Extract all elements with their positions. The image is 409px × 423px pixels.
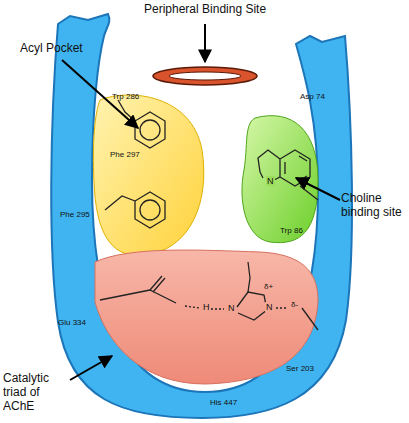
charge-label: δ+ xyxy=(264,282,273,291)
atom-label: N xyxy=(266,176,275,186)
atom-label: H xyxy=(202,302,211,312)
indole-ring xyxy=(258,150,318,200)
catalytic-pocket xyxy=(95,250,318,384)
enzyme-gorge xyxy=(51,14,352,418)
residue-label: Phe 295 xyxy=(60,210,90,219)
callout-label: Catalytic triad of AChE xyxy=(3,372,71,413)
peripheral-ring xyxy=(153,67,257,85)
callout-label: Acyl Pocket xyxy=(20,42,83,56)
phenyl-rings xyxy=(105,100,165,228)
residue-label: Ser 203 xyxy=(286,364,314,373)
atom-label: N xyxy=(265,302,274,312)
residue-label: Trp 86 xyxy=(280,226,303,235)
peripheral-ring-hole xyxy=(169,72,241,80)
residue-label: Trp 286 xyxy=(112,92,139,101)
acyl-pocket xyxy=(93,95,203,256)
residue-label: Glu 334 xyxy=(58,318,86,327)
callout-title: Peripheral Binding Site xyxy=(144,3,266,17)
atom-label: N xyxy=(227,303,236,313)
residue-label: His 447 xyxy=(210,398,237,407)
charge-label: δ- xyxy=(290,300,299,309)
choline-pocket xyxy=(242,116,318,243)
callout-label: Choline binding site xyxy=(341,192,405,220)
catalytic-triad-structure xyxy=(100,262,318,330)
residue-label: Phe 297 xyxy=(110,150,140,159)
leader-arrows xyxy=(62,24,340,380)
residue-label: Asp 74 xyxy=(300,92,325,101)
